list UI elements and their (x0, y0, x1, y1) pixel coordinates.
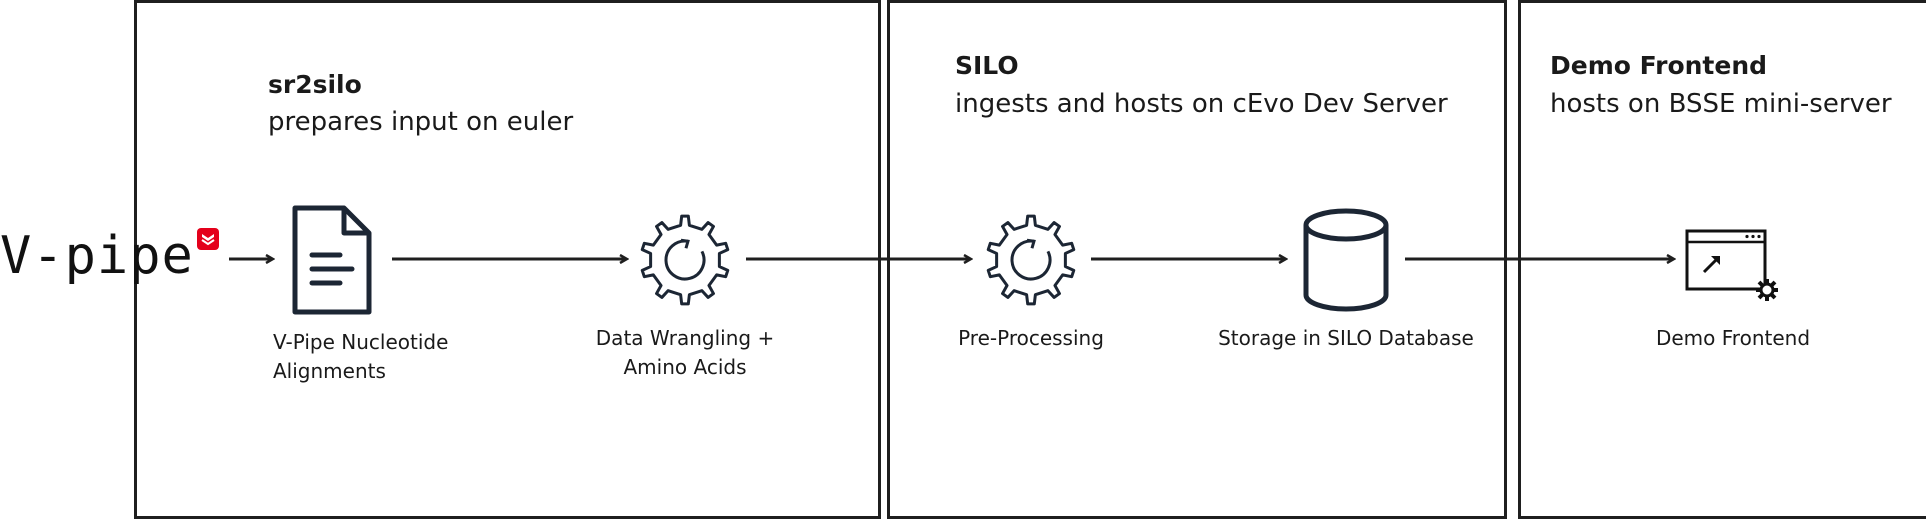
node-label-storage-line-1: Storage in SILO Database (1218, 326, 1474, 350)
node-label-pre-processing: Pre-Processing (931, 324, 1131, 353)
node-label-storage: Storage in SILO Database (1206, 324, 1486, 353)
gear-outline (986, 214, 1076, 306)
node-label-pre-processing-line-1: Pre-Processing (958, 326, 1104, 350)
node-label-data-wrangling: Data Wrangling + Amino Acids (585, 324, 785, 382)
gear-icon-pre-processing (983, 212, 1079, 312)
gear-outline (640, 214, 730, 306)
node-label-alignments-line-1: V-Pipe Nucleotide (273, 330, 449, 354)
database-icon (1302, 207, 1390, 317)
panel-title-sr2silo: sr2silo (268, 70, 362, 99)
node-label-data-wrangling-line-1: Data Wrangling + (595, 326, 775, 350)
panel-title-demo-frontend: Demo Frontend (1550, 51, 1768, 80)
v-pipe-logo: V-pipe (0, 226, 194, 286)
node-label-demo-frontend-line-1: Demo Frontend (1655, 326, 1811, 350)
gear-icon-data-wrangling (637, 212, 733, 312)
panel-subtitle-silo: ingests and hosts on cEvo Dev Server (955, 89, 1448, 119)
gear-rotation-arrowhead (1026, 238, 1036, 249)
v-pipe-badge-icon (197, 228, 219, 250)
node-label-alignments-line-2: Alignments (273, 359, 386, 383)
gear-rotation-arrowhead (680, 238, 690, 249)
panel-subtitle-demo-frontend: hosts on BSSE mini-server (1550, 89, 1892, 119)
node-label-data-wrangling-line-2: Amino Acids (623, 355, 747, 379)
panel-subtitle-sr2silo: prepares input on euler (268, 107, 574, 137)
gear-rotation-arrow (1010, 239, 1052, 281)
document-icon (292, 205, 372, 319)
node-label-demo-frontend: Demo Frontend (1633, 324, 1833, 353)
panel-title-silo: SILO (955, 51, 1019, 80)
node-label-alignments: V-Pipe Nucleotide Alignments (273, 328, 448, 386)
gear-rotation-arrow (664, 239, 706, 281)
browser-settings-icon (1685, 228, 1781, 310)
